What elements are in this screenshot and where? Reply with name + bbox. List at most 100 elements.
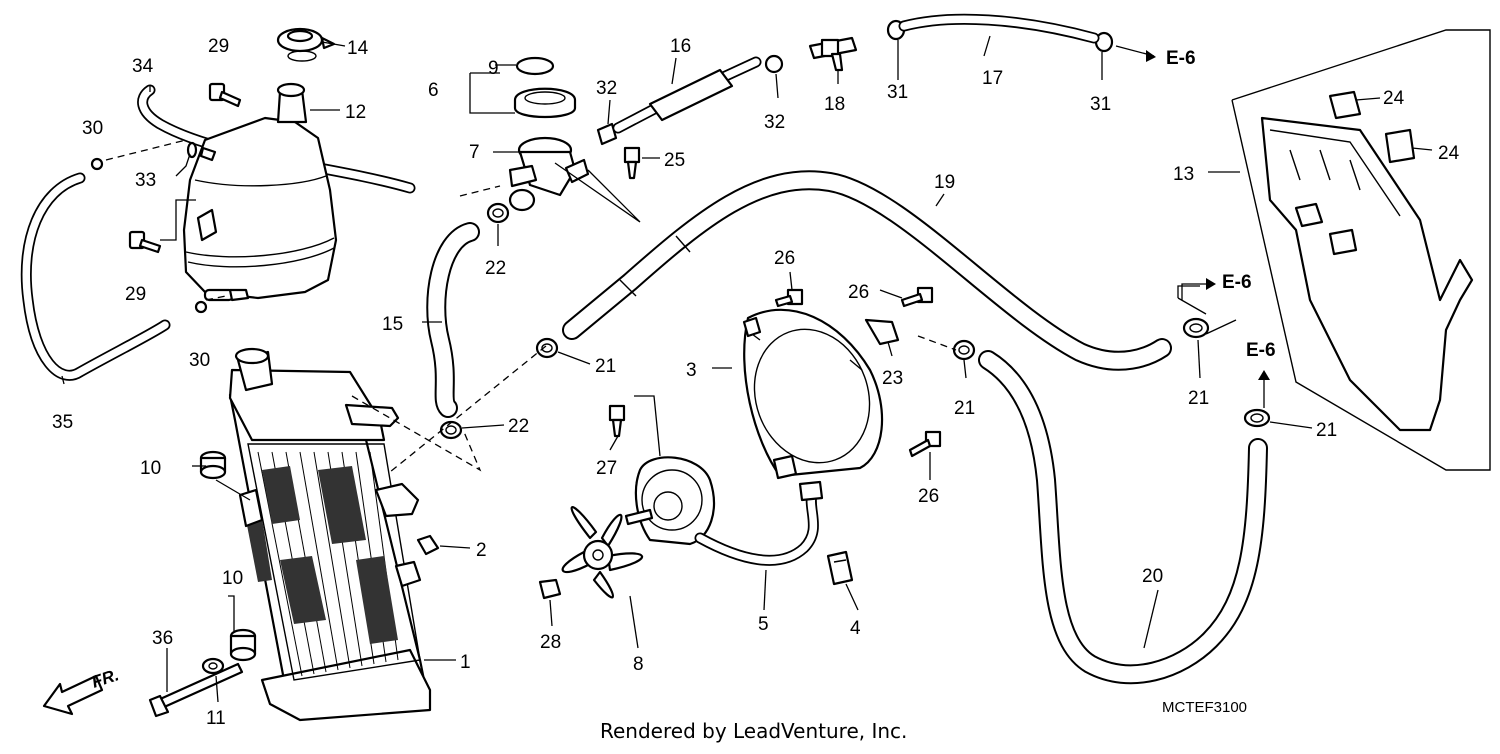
callout-8: 8 — [633, 654, 644, 675]
overflow-hose-35 — [20, 172, 171, 381]
bracket-23 — [864, 318, 900, 346]
callout-9: 9 — [488, 58, 499, 79]
connector-clip-4 — [826, 550, 854, 586]
clamp-21-c — [1182, 317, 1210, 339]
front-label: FR. — [89, 665, 121, 692]
ref-e6: E-6 — [1246, 340, 1276, 361]
callout-21: 21 — [954, 398, 975, 419]
callout-14: 14 — [347, 38, 369, 59]
bolt-25 — [623, 146, 641, 180]
callout-30: 30 — [189, 350, 210, 371]
callout-35: 35 — [52, 412, 73, 433]
credit-line: Rendered by LeadVenture, Inc. — [600, 719, 907, 743]
clip-33 — [186, 141, 217, 162]
upper-hose-15 — [426, 222, 480, 418]
callout-17: 17 — [982, 68, 1003, 89]
callout-32: 32 — [596, 78, 617, 99]
callout-21: 21 — [595, 356, 616, 377]
pad-24-bottom — [1384, 128, 1416, 164]
callout-29: 29 — [208, 36, 229, 57]
callout-4: 4 — [850, 618, 861, 639]
callout-27: 27 — [596, 458, 617, 479]
callout-5: 5 — [758, 614, 769, 635]
callout-10: 10 — [140, 458, 161, 479]
bolt-29-top — [208, 82, 242, 108]
o-ring-9 — [515, 56, 555, 76]
clip-32-left — [596, 122, 618, 146]
grommet-10-top — [199, 450, 227, 480]
callout-6: 6 — [428, 80, 439, 101]
callout-15: 15 — [382, 314, 403, 335]
bolt-26-c — [908, 430, 942, 458]
bleed-valve-18 — [808, 36, 858, 72]
fan-motor — [624, 456, 715, 546]
clamp-22-bottom — [439, 420, 463, 440]
ref-labels: E-6 E-6 E-6 — [1166, 48, 1276, 361]
clip-30-bottom — [194, 300, 208, 314]
callout-33: 33 — [135, 170, 156, 191]
callout-32: 32 — [764, 112, 785, 133]
siphon-hose-16 — [612, 56, 762, 134]
callout-31: 31 — [887, 82, 908, 103]
clip-30-top — [90, 157, 104, 171]
callout-25: 25 — [664, 150, 685, 171]
front-arrow: FR. — [42, 665, 121, 716]
callout-26: 26 — [848, 282, 869, 303]
callout-2: 2 — [476, 540, 487, 561]
callout-10: 10 — [222, 568, 243, 589]
callout-28: 28 — [540, 632, 561, 653]
fan-shroud — [742, 308, 884, 480]
reserve-tank-34-hose — [137, 84, 416, 194]
callout-13: 13 — [1173, 164, 1194, 185]
clamp-22-top — [486, 202, 510, 224]
radiator — [228, 347, 432, 722]
nut-28 — [538, 578, 562, 600]
radiator-core — [246, 443, 421, 681]
callout-1: 1 — [460, 652, 471, 673]
bypass-hose-17 — [898, 13, 1100, 44]
callout-36: 36 — [152, 628, 173, 649]
bolt-27 — [608, 404, 626, 438]
callout-21: 21 — [1316, 420, 1337, 441]
cover-13 — [1260, 116, 1474, 432]
collar-11 — [201, 657, 225, 675]
reserve-tank — [182, 82, 338, 302]
cover-outline-13 — [1231, 29, 1491, 471]
filler-neck-7 — [508, 136, 590, 212]
hose-19 — [562, 170, 1172, 371]
fan-blade — [561, 506, 644, 599]
callout-21: 21 — [1188, 388, 1209, 409]
pad-24-top — [1328, 90, 1362, 120]
tank-cap-14 — [276, 27, 336, 62]
callout-19: 19 — [934, 172, 955, 193]
callout-3: 3 — [686, 360, 697, 381]
callout-24: 24 — [1438, 143, 1460, 164]
part-code: MCTEF3100 — [1162, 699, 1247, 716]
callout-22: 22 — [508, 416, 529, 437]
bolt-29-bottom — [128, 230, 162, 254]
callout-20: 20 — [1142, 566, 1163, 587]
clamp-21-a — [535, 337, 559, 359]
callout-11: 11 — [206, 708, 226, 729]
callout-31: 31 — [1090, 94, 1111, 115]
callout-7: 7 — [469, 142, 480, 163]
ref-e6: E-6 — [1166, 48, 1196, 69]
clip-2 — [416, 534, 440, 556]
callout-30: 30 — [82, 118, 103, 139]
radiator-cap-6 — [513, 87, 577, 119]
motor-wire — [694, 480, 824, 566]
ref-e6: E-6 — [1222, 272, 1252, 293]
grommet-10-bottom — [229, 628, 257, 662]
clamp-21-b — [952, 339, 976, 361]
callout-26: 26 — [918, 486, 939, 507]
bolt-36 — [148, 662, 244, 718]
callout-18: 18 — [824, 94, 845, 115]
callouts: 29 14 34 12 30 33 29 30 35 9 6 7 16 32 3… — [52, 36, 1460, 729]
lower-hose-20 — [978, 350, 1268, 685]
bolt-26-b — [900, 286, 934, 308]
clamp-21-d — [1243, 408, 1271, 428]
ref-arrows — [1115, 45, 1270, 408]
leader-lines — [61, 35, 1433, 703]
callout-29: 29 — [125, 284, 146, 305]
